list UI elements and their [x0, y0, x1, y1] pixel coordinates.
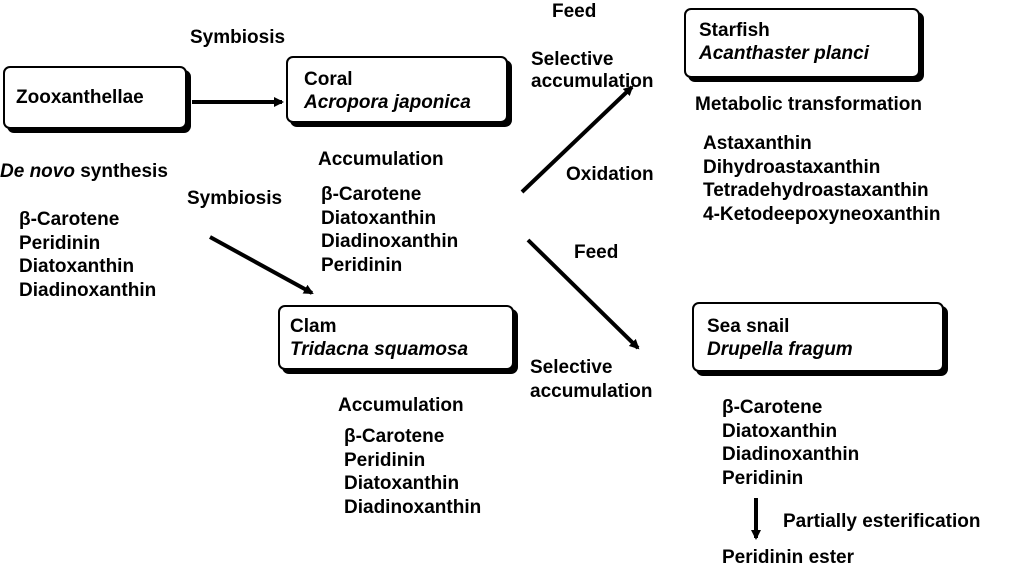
snail-species: Drupella fragum	[707, 339, 853, 360]
compound-item: β-Carotene	[722, 397, 823, 418]
compound-item: Dihydroastaxanthin	[703, 156, 881, 178]
feed-snail-label: Feed	[574, 242, 619, 263]
compound-item: Diadinoxanthin	[344, 496, 482, 518]
compound-item: Peridinin	[321, 254, 403, 276]
de-novo-label: De novo synthesis	[0, 160, 168, 183]
compound-item: Peridinin	[19, 232, 101, 254]
compound-item: Diatoxanthin	[321, 207, 437, 229]
accumulation-clam-label: Accumulation	[338, 395, 464, 416]
compound-item: Tetradehydroastaxanthin	[703, 180, 929, 201]
arrow-coral-to-starfish	[520, 85, 634, 194]
esterification-label: Partially esterification	[783, 511, 981, 532]
clam-name: Clam	[290, 316, 337, 337]
starfish-compounds: Astaxanthin Dihydroastaxanthin Tetradehy…	[703, 132, 941, 226]
arrow-coral-to-snail	[526, 238, 640, 350]
snail-box: Sea snail Drupella fragum	[692, 302, 944, 372]
compound-item: Diadinoxanthin	[722, 444, 860, 465]
compound-item: Diadinoxanthin	[321, 231, 459, 252]
accumulation-coral-label: Accumulation	[318, 149, 444, 170]
compound-item: Diatoxanthin	[722, 420, 838, 442]
compound-item: Diatoxanthin	[19, 256, 135, 277]
compound-item: 4-Ketodeepoxyneoxanthin	[703, 203, 941, 225]
compound-item: β-Carotene	[321, 184, 422, 205]
metabolic-label: Metabolic transformation	[695, 94, 922, 115]
coral-box: Coral Acropora japonica	[286, 56, 508, 123]
compound-item: β-Carotene	[344, 426, 445, 447]
arrow-zoox-to-clam	[209, 235, 314, 295]
de-novo-rest: synthesis	[74, 161, 168, 182]
clam-compounds: β-Carotene Peridinin Diatoxanthin Diadin…	[344, 425, 481, 519]
clam-species: Tridacna squamosa	[290, 339, 469, 360]
coral-name: Coral	[304, 69, 353, 90]
compound-item: Peridinin	[344, 449, 426, 471]
selective-starfish-label-2: accumulation	[531, 71, 654, 92]
selective-snail-label-1: Selective	[530, 357, 613, 378]
compound-item: Peridinin	[722, 467, 804, 489]
compound-item: Astaxanthin	[703, 133, 812, 154]
zooxanthellae-compounds: β-Carotene Peridinin Diatoxanthin Diadin…	[19, 208, 156, 302]
peridinin-ester-label: Peridinin ester	[722, 547, 854, 568]
clam-box: Clam Tridacna squamosa	[278, 305, 514, 370]
feed-starfish-label: Feed	[552, 1, 597, 22]
compound-item: β-Carotene	[19, 209, 120, 230]
coral-compounds: β-Carotene Diatoxanthin Diadinoxanthin P…	[321, 183, 458, 277]
zooxanthellae-label: Zooxanthellae	[16, 87, 144, 108]
compound-item: Diatoxanthin	[344, 473, 460, 494]
coral-species: Acropora japonica	[304, 92, 471, 113]
starfish-box: Starfish Acanthaster planci	[684, 8, 920, 78]
oxidation-label: Oxidation	[566, 164, 654, 185]
starfish-name: Starfish	[699, 20, 770, 41]
snail-name: Sea snail	[707, 316, 790, 337]
snail-compounds: β-Carotene Diatoxanthin Diadinoxanthin P…	[722, 396, 859, 490]
symbiosis-clam-label: Symbiosis	[187, 188, 283, 209]
symbiosis-coral-label: Symbiosis	[190, 27, 286, 48]
de-novo-italic: De novo	[0, 161, 75, 182]
starfish-species: Acanthaster planci	[699, 43, 869, 64]
selective-starfish-label-1: Selective	[531, 49, 614, 70]
zooxanthellae-box: Zooxanthellae	[3, 66, 187, 129]
selective-snail-label-2: accumulation	[530, 381, 653, 402]
compound-item: Diadinoxanthin	[19, 279, 157, 301]
